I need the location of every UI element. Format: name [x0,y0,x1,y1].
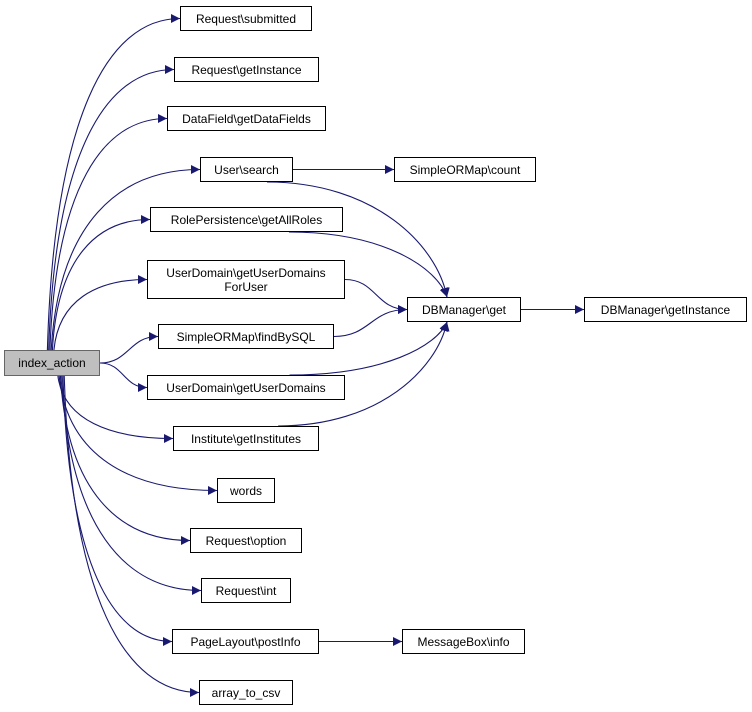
edge-index_action-to-userdomain_foruser [53,275,148,351]
node-label: PageLayout\postInfo [190,634,301,649]
node-label: SimpleORMap\count [409,162,521,177]
node-index-action: index_action [4,350,100,376]
edge-index_action-to-role_persistence [51,215,151,351]
edge-index_action-to-orm_findbysql [99,332,159,364]
node-request-submitted[interactable]: Request\submitted [180,6,312,31]
node-array-to-csv[interactable]: array_to_csv [199,680,293,705]
node-institute-getinstitutes[interactable]: Institute\getInstitutes [173,426,319,451]
node-label: SimpleORMap\findBySQL [176,329,316,344]
node-label: DBManager\get [421,302,507,317]
node-request-option[interactable]: Request\option [190,528,302,553]
node-label: Institute\getInstitutes [190,431,302,446]
node-simpleormap-findbysql[interactable]: SimpleORMap\findBySQL [158,324,334,349]
node-dbmanager-get[interactable]: DBManager\get [407,297,521,322]
node-label: array_to_csv [211,685,281,700]
edge-index_action-to-req_int [61,375,202,595]
node-rolepersistence-getallroles[interactable]: RolePersistence\getAllRoles [150,207,343,232]
node-label-line2: ForUser [224,279,268,294]
edge-index_action-to-req_option [59,375,191,545]
edge-index_action-to-req_getinstance [48,65,175,351]
node-label: index_action [18,356,86,370]
node-words[interactable]: words [217,478,275,503]
node-pagelayout-postinfo[interactable]: PageLayout\postInfo [172,629,319,654]
edge-userdomain_foruser-to-dbmanager_get [344,278,408,314]
node-label: Request\option [205,533,287,548]
node-dbmanager-getinstance[interactable]: DBManager\getInstance [584,297,747,322]
node-label: DataField\getDataFields [182,111,311,126]
node-user-search[interactable]: User\search [200,157,293,182]
node-label: User\search [214,162,279,177]
edge-institute-to-dbmanager_get [278,321,450,427]
edge-index_action-to-words [58,375,218,495]
node-messagebox-info[interactable]: MessageBox\info [402,629,525,654]
node-label: RolePersistence\getAllRoles [170,212,323,227]
edge-index_action-to-array_to_csv [63,375,200,697]
node-label: Request\submitted [195,11,297,26]
node-userdomain-getuserdomainsforuser[interactable]: UserDomain\getUserDomains ForUser [147,260,345,299]
node-simpleormap-count[interactable]: SimpleORMap\count [394,157,536,182]
edge-index_action-to-user_search [50,165,201,351]
edge-role_persistence-to-dbmanager_get [288,231,449,298]
node-label-line1: UserDomain\getUserDomains [166,265,326,280]
node-label: MessageBox\info [417,634,510,649]
node-request-int[interactable]: Request\int [201,578,291,603]
node-label: Request\getInstance [191,62,302,77]
edge-index_action-to-req_submitted [46,14,181,351]
node-datafield-getdatafields[interactable]: DataField\getDataFields [167,106,326,131]
edge-user_search-to-dbmanager_get [266,181,450,298]
node-label: words [229,483,262,498]
edge-orm_findbysql-to-dbmanager_get [333,305,408,338]
node-label: UserDomain\getUserDomains [166,380,326,395]
node-label: DBManager\getInstance [600,302,731,317]
node-request-getinstance[interactable]: Request\getInstance [174,57,319,82]
node-label: Request\int [215,583,277,598]
edge-index_action-to-pagelayout [62,375,173,646]
edge-index_action-to-userdomain_get [99,362,148,392]
edge-index_action-to-datafield [49,114,168,351]
node-userdomain-getuserdomains[interactable]: UserDomain\getUserDomains [147,375,345,400]
